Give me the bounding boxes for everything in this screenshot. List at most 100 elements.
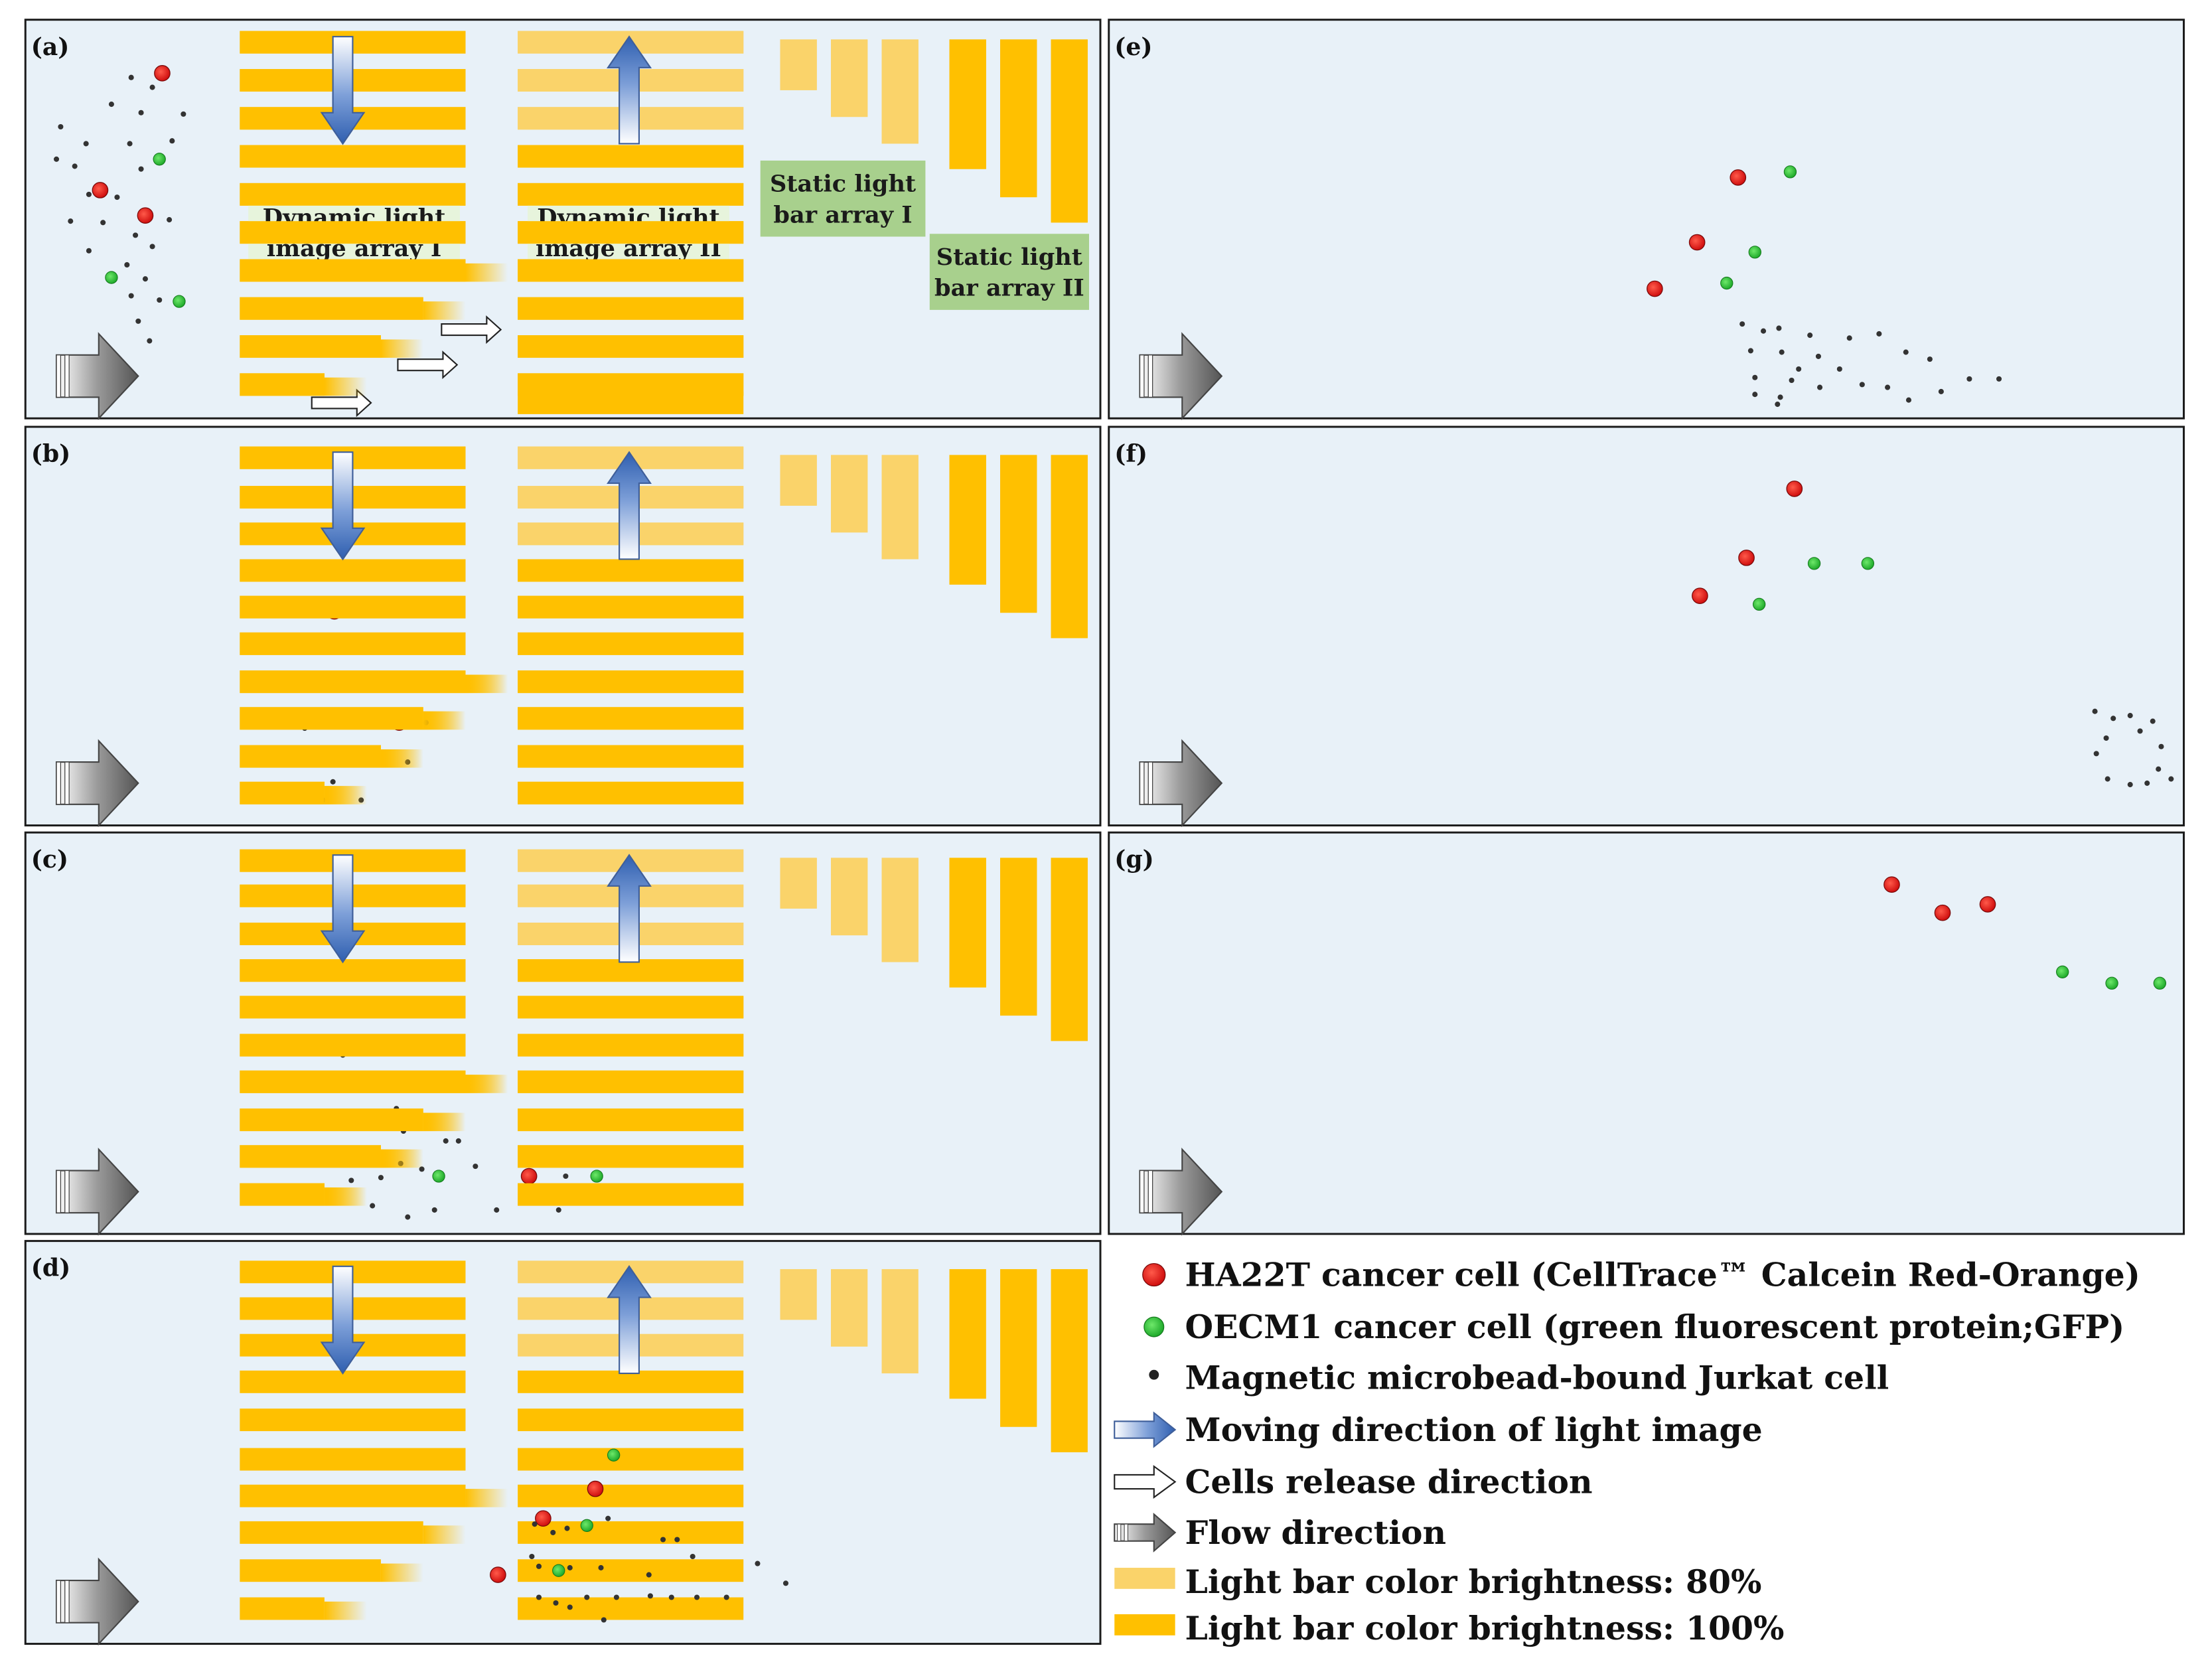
- black-cell: [133, 232, 139, 238]
- red-cell: [154, 65, 171, 82]
- black-cell: [53, 156, 60, 162]
- legend-text: Flow direction: [1185, 1513, 1447, 1552]
- light-bar-fade: [465, 263, 508, 282]
- light-bar-dynamic-2: [518, 959, 744, 982]
- light-bar-dynamic-2: [518, 559, 744, 582]
- red-cell: [1934, 904, 1951, 921]
- black-cell: [2104, 776, 2110, 782]
- black-cell: [1885, 384, 1891, 390]
- light-bar-dynamic-1: [240, 1521, 423, 1544]
- black-cell: [108, 102, 114, 108]
- light-bar-dynamic-2: [518, 1448, 744, 1471]
- light-bar-dynamic-1: [240, 259, 466, 282]
- light-bar-dynamic-1: [240, 183, 466, 206]
- black-cell: [2150, 718, 2156, 724]
- green-cell: [580, 1519, 593, 1532]
- static-bar-100: [1000, 858, 1037, 1016]
- black-cell: [1776, 325, 1782, 331]
- flow-arrow: [1139, 332, 1223, 420]
- panel-label: (f): [1114, 439, 1147, 468]
- red-cell: [535, 1510, 552, 1527]
- static-bar-100: [1000, 1269, 1037, 1427]
- legend-gray-arrow: [1114, 1512, 1177, 1553]
- green-cell: [105, 271, 118, 284]
- black-cell: [567, 1564, 573, 1570]
- light-bar-dynamic-2: [518, 745, 744, 768]
- legend-red-dot: [1142, 1262, 1166, 1287]
- light-bar-dynamic-1: [240, 1070, 466, 1093]
- red-cell: [587, 1480, 604, 1497]
- light-bar-dynamic-2: [518, 632, 744, 655]
- black-cell: [1796, 366, 1802, 372]
- light-bar-dynamic-2: [518, 595, 744, 619]
- static-bar-100: [949, 1269, 986, 1399]
- green-cell: [1720, 276, 1733, 290]
- light-bar-fade: [380, 749, 423, 768]
- annotation-text: bar array I: [773, 201, 912, 228]
- black-cell: [1927, 356, 1933, 362]
- release-arrow: [441, 315, 502, 344]
- legend-green-dot: [1143, 1316, 1165, 1337]
- blue-arrow-down: [320, 854, 366, 964]
- red-cell: [1688, 234, 1706, 251]
- panel-frame: [1108, 425, 2185, 827]
- light-bar-dynamic-1: [240, 1597, 325, 1620]
- light-bar-dynamic-1: [240, 559, 466, 582]
- black-cell: [142, 276, 148, 282]
- light-bar-fade: [423, 1112, 466, 1132]
- static-bar-100: [949, 858, 986, 988]
- light-bar-dynamic-2: [518, 1484, 744, 1507]
- black-cell: [782, 1580, 789, 1586]
- light-bar-dynamic-2: [518, 335, 744, 358]
- light-bar-fade: [423, 1525, 466, 1544]
- light-bar-dynamic-2: [518, 1370, 744, 1393]
- flow-arrow: [55, 1557, 139, 1646]
- flow-arrow: [55, 332, 139, 420]
- static-bar-80: [831, 858, 868, 936]
- light-bar-dynamic-2: [518, 1559, 744, 1582]
- annotation-text: Static light: [770, 171, 917, 198]
- release-arrow: [397, 350, 459, 380]
- black-cell: [124, 262, 130, 267]
- black-cell: [668, 1594, 674, 1600]
- black-cell: [553, 1600, 559, 1606]
- black-cell: [605, 1515, 611, 1521]
- black-cell: [646, 1572, 652, 1578]
- light-bar-fade: [380, 1563, 423, 1582]
- blue-arrow-up: [607, 854, 652, 963]
- light-bar-dynamic-1: [240, 1484, 466, 1507]
- black-cell: [1817, 384, 1823, 390]
- light-bar-dynamic-2: [518, 297, 744, 320]
- black-cell: [1859, 382, 1865, 388]
- black-cell: [1876, 331, 1882, 337]
- red-cell: [520, 1168, 538, 1185]
- static-bar-80: [831, 1269, 868, 1347]
- light-bar-fade: [465, 1075, 508, 1093]
- legend-bar-100: [1114, 1614, 1175, 1635]
- light-bar-dynamic-1: [240, 632, 466, 655]
- flow-arrow-stripe: [56, 1170, 62, 1213]
- legend-text: Cells release direction: [1185, 1463, 1593, 1501]
- static-bar-100: [949, 39, 986, 169]
- green-cell: [590, 1170, 603, 1183]
- black-cell: [2168, 776, 2174, 782]
- red-cell: [92, 182, 109, 198]
- light-bar-fade: [324, 377, 367, 396]
- flow-arrow-stripe: [56, 354, 62, 398]
- black-cell: [1807, 333, 1813, 339]
- black-cell: [405, 1214, 411, 1220]
- static-bar-80: [780, 858, 817, 909]
- light-bar-fade: [324, 786, 367, 804]
- light-bar-dynamic-1: [240, 145, 466, 168]
- panel-d: (d): [24, 1240, 1102, 1646]
- static-bar-80: [881, 858, 919, 962]
- light-bar-dynamic-1: [240, 996, 466, 1019]
- black-cell: [86, 248, 92, 254]
- static-bar-100: [1000, 455, 1037, 613]
- static-bar-100: [949, 455, 986, 585]
- green-cell: [153, 153, 166, 166]
- black-cell: [1779, 349, 1785, 355]
- black-cell: [167, 217, 173, 223]
- light-bar-dynamic-1: [240, 1108, 423, 1132]
